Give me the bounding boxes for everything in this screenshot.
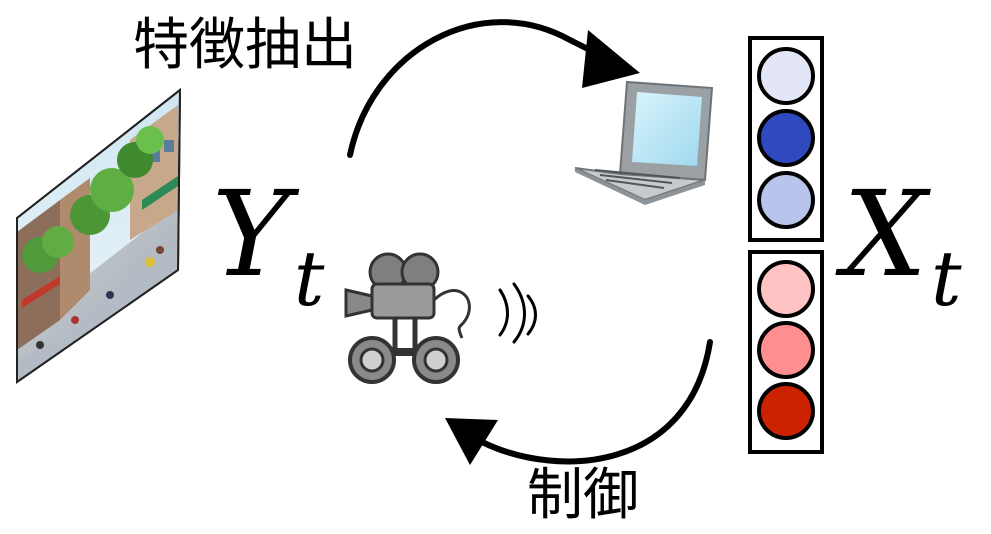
camera-robot-icon <box>344 252 471 384</box>
laptop-icon <box>574 80 714 205</box>
feature-extraction-label: 特徴抽出 <box>133 13 357 78</box>
wireless-signal-icon <box>498 282 537 344</box>
vector-cell <box>757 382 815 440</box>
observation-symbol: Yt <box>212 175 324 317</box>
observation-subscript: t <box>293 234 325 323</box>
control-label: 制御 <box>527 463 639 528</box>
control-arrow <box>445 339 713 465</box>
observation-main: Y <box>212 165 290 303</box>
street-scene-image-icon <box>16 87 182 384</box>
vector-cell <box>757 47 815 105</box>
vector-cell <box>757 321 815 379</box>
vector-cell <box>757 171 815 229</box>
state-symbol: Xt <box>843 175 962 317</box>
vector-cell <box>757 260 815 318</box>
state-main: X <box>843 165 928 303</box>
vector-cell <box>757 109 815 167</box>
feature-vector-lower <box>748 250 824 454</box>
state-subscript: t <box>931 234 962 323</box>
feature-vector-upper <box>748 36 824 242</box>
feature-extraction-arrow <box>347 19 640 158</box>
